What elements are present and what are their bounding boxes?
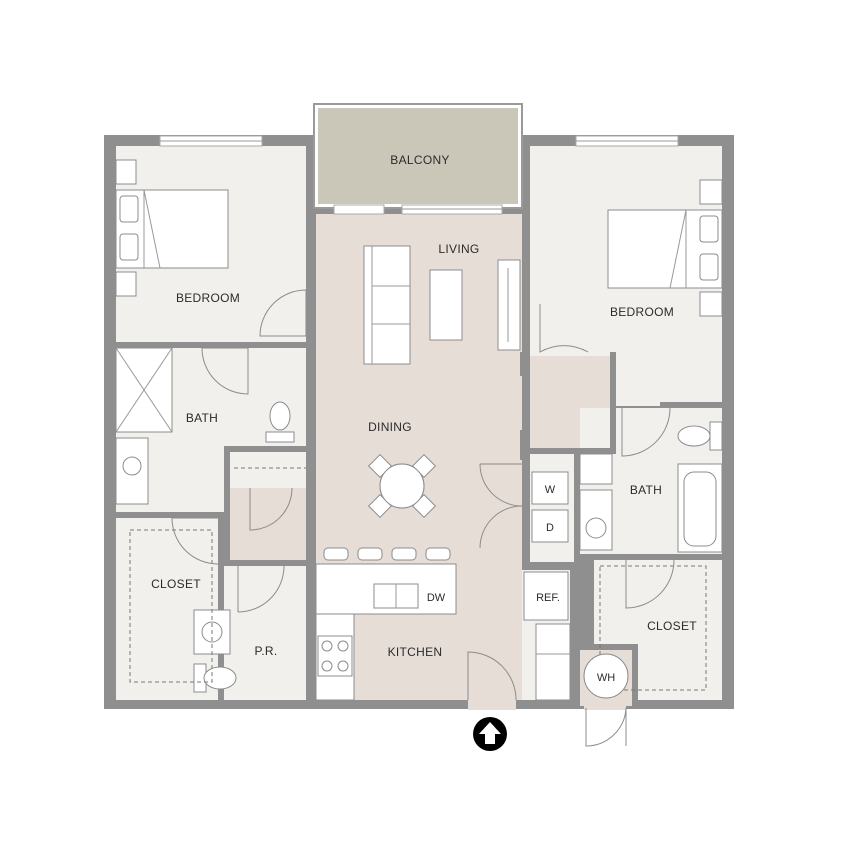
window-living: [333, 204, 385, 215]
door-bath-left: [201, 347, 249, 395]
label-washer: W: [545, 484, 556, 496]
wall-hall-pr: [224, 560, 316, 566]
entry-marker: [473, 717, 507, 751]
door-bedroom-left: [259, 289, 307, 337]
stool-3: [391, 547, 417, 561]
nightstand-left-top: [115, 159, 137, 185]
door-bedroom-right: [539, 304, 589, 353]
pantry-counter: [535, 623, 571, 701]
washer: [531, 471, 569, 505]
label-dishwasher: DW: [427, 592, 446, 604]
label-balcony: BALCONY: [390, 153, 449, 167]
coffee-table: [429, 269, 463, 341]
door-entry: [467, 651, 517, 701]
sink-top-right: [579, 453, 613, 485]
wall-bedroom-bath-left: [116, 342, 202, 348]
tv-console: [497, 259, 521, 351]
door-bath-right: [621, 407, 671, 457]
label-bedroom-left: BEDROOM: [176, 291, 240, 305]
sofa: [363, 245, 411, 365]
wall-bedroom-bath-left-2: [250, 342, 316, 348]
label-water-heater: WH: [597, 672, 615, 684]
wall-closet-pr: [218, 518, 224, 700]
door-hall-closet: [249, 487, 293, 531]
entry-opening: [468, 700, 516, 710]
label-kitchen: KITCHEN: [388, 645, 443, 659]
refrigerator: [523, 571, 569, 621]
nightstand-right-top: [699, 179, 723, 205]
closet-right-rod: [599, 565, 707, 691]
wall-bath-closet-right: [580, 554, 722, 560]
door-wh: [585, 707, 627, 747]
up-arrow-icon: [479, 722, 501, 744]
wall-wh-top: [580, 644, 638, 650]
label-dryer: D: [546, 522, 554, 534]
wall-fridge-top: [522, 564, 574, 570]
label-pr: P.R.: [255, 644, 278, 658]
label-bath-right: BATH: [630, 483, 662, 497]
wall-bath-closet-left: [116, 512, 172, 518]
stool-4: [425, 547, 451, 561]
wall-alcove-right: [610, 352, 616, 452]
toilet-right: [677, 425, 711, 447]
water-heater: [583, 653, 629, 699]
door-laundry: [479, 463, 523, 549]
wall-center-left-2: [306, 538, 316, 708]
door-pr: [237, 565, 285, 613]
wall-alcove-bottom: [530, 448, 616, 454]
label-living: LIVING: [438, 242, 479, 256]
label-bath-left: BATH: [186, 411, 218, 425]
wall-center-left: [306, 340, 316, 490]
toilet-left: [265, 431, 295, 443]
stool-2: [357, 547, 383, 561]
door-closet-right: [625, 559, 675, 609]
wall-center-right-2: [520, 430, 530, 460]
closet-left-rod: [129, 529, 213, 683]
label-closet-left: CLOSET: [151, 577, 201, 591]
wh-door-opening: [584, 700, 626, 710]
label-refrigerator: REF.: [536, 592, 560, 604]
wall-wh-right: [632, 644, 638, 708]
wall-hall-side: [224, 446, 230, 566]
nightstand-right-bottom: [699, 291, 723, 317]
wall-bath-right-left: [574, 452, 580, 702]
wall-bath-right-top: [660, 402, 722, 408]
toilet-right-tank: [709, 421, 723, 451]
balcony-area: [318, 108, 518, 204]
nightstand-left-bottom: [115, 271, 137, 297]
stool-1: [323, 547, 349, 561]
dryer: [531, 509, 569, 543]
label-bedroom-right: BEDROOM: [610, 305, 674, 319]
pr-toilet: [203, 666, 237, 690]
door-closet-left: [171, 517, 219, 565]
label-dining: DINING: [368, 420, 412, 434]
laundry-area: [530, 454, 574, 562]
stove: [317, 635, 353, 677]
label-closet-right: CLOSET: [647, 619, 697, 633]
wall-hall-top: [224, 446, 316, 452]
wall-center-right: [520, 352, 530, 376]
